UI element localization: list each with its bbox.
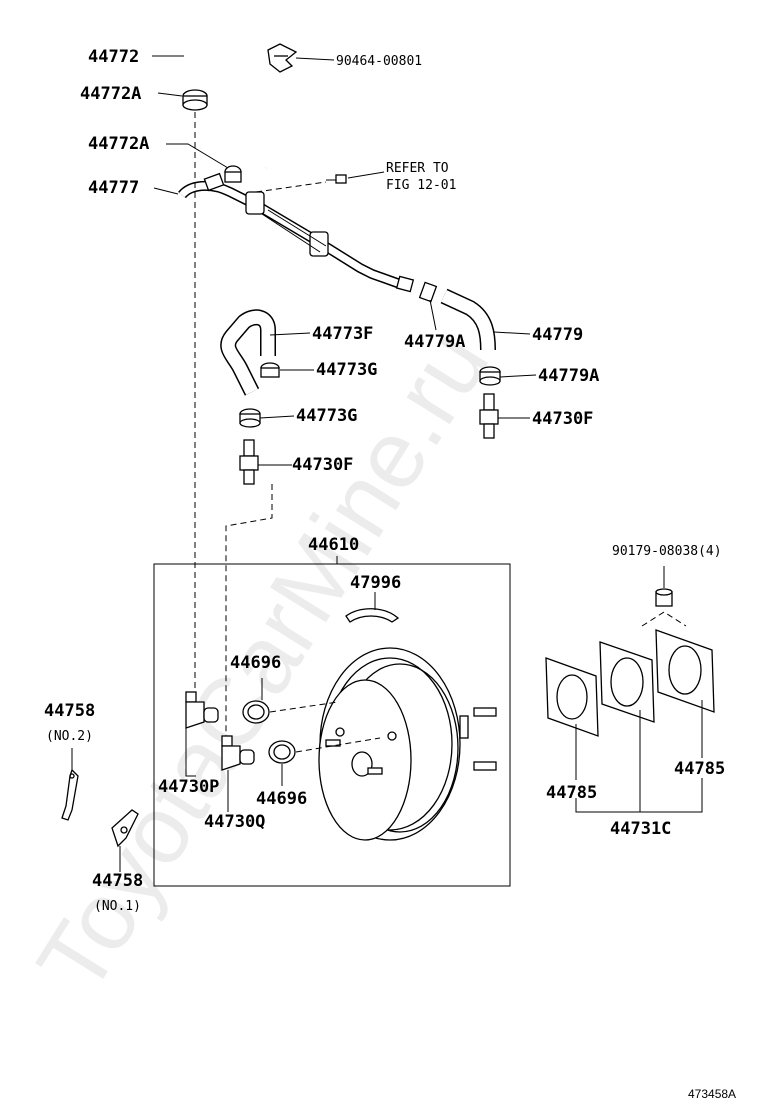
clip-44779A-left[interactable] bbox=[418, 281, 438, 303]
label-44773G-top: 44773G bbox=[316, 360, 377, 380]
label-44696-bottom: 44696 bbox=[256, 789, 307, 809]
label-44758-no2: 44758 bbox=[44, 701, 95, 721]
label-44785-right: 44785 bbox=[674, 759, 725, 779]
clip-44779A-right[interactable] bbox=[479, 366, 501, 386]
label-44610: 44610 bbox=[308, 535, 359, 555]
label-44772A-mid: 44772A bbox=[88, 134, 149, 154]
diagram-id: 473458A bbox=[688, 1087, 736, 1101]
brake-booster-44610[interactable] bbox=[318, 647, 497, 841]
label-44773G-bottom: 44773G bbox=[296, 406, 357, 426]
label-44696-top: 44696 bbox=[230, 653, 281, 673]
label-refer-line2: FIG 12-01 bbox=[386, 178, 456, 193]
label-90179-08038: 90179-08038(4) bbox=[612, 544, 722, 559]
label-44730F-left: 44730F bbox=[292, 455, 353, 475]
gasket-44785-left[interactable] bbox=[545, 657, 599, 737]
plate-44731C[interactable] bbox=[599, 641, 655, 723]
assembly-box-44610 bbox=[153, 563, 511, 887]
label-44779A-left: 44779A bbox=[404, 332, 465, 352]
label-44772A-top: 44772A bbox=[80, 84, 141, 104]
clip-44773G-top[interactable] bbox=[260, 362, 280, 378]
bolt-refer[interactable] bbox=[326, 174, 347, 184]
bracket-44758-no1[interactable] bbox=[111, 809, 139, 848]
label-refer-line1: REFER TO bbox=[386, 161, 449, 176]
hose-44779[interactable] bbox=[440, 288, 496, 351]
grommet-44696-top[interactable] bbox=[242, 700, 270, 724]
gasket-44785-right[interactable] bbox=[655, 629, 715, 713]
label-90464-00801: 90464-00801 bbox=[336, 54, 422, 69]
gasket-47996[interactable] bbox=[345, 608, 400, 623]
label-47996: 47996 bbox=[350, 573, 401, 593]
clip-44772A-mid[interactable] bbox=[224, 165, 242, 183]
label-44730F-right: 44730F bbox=[532, 409, 593, 429]
label-44785-left: 44785 bbox=[546, 783, 597, 803]
clip-44773G-bottom[interactable] bbox=[239, 408, 261, 428]
clamp-90464-00801[interactable] bbox=[267, 43, 298, 73]
label-44772: 44772 bbox=[88, 47, 139, 67]
label-44730P: 44730P bbox=[158, 777, 219, 797]
valve-44730F-left[interactable] bbox=[239, 439, 259, 485]
bracket-44758-no2[interactable] bbox=[61, 768, 79, 821]
label-44758-no2-sub: (NO.2) bbox=[46, 729, 93, 744]
label-44758-no1: 44758 bbox=[92, 871, 143, 891]
pipe-44777[interactable] bbox=[178, 172, 415, 293]
label-44777: 44777 bbox=[88, 178, 139, 198]
label-44730Q: 44730Q bbox=[204, 812, 265, 832]
label-44773F: 44773F bbox=[312, 324, 373, 344]
clip-44772A-top[interactable] bbox=[182, 89, 208, 111]
check-valve-44730Q[interactable] bbox=[221, 735, 255, 771]
check-valve-44730P[interactable] bbox=[185, 691, 219, 729]
hose-44773F[interactable] bbox=[220, 309, 276, 396]
grommet-44696-bottom[interactable] bbox=[268, 740, 296, 764]
label-44731C: 44731C bbox=[610, 819, 671, 839]
label-44779A-right: 44779A bbox=[538, 366, 599, 386]
valve-44730F-right[interactable] bbox=[479, 393, 499, 439]
label-44758-no1-sub: (NO.1) bbox=[94, 899, 141, 914]
label-44779: 44779 bbox=[532, 325, 583, 345]
hose-44772[interactable] bbox=[176, 36, 276, 177]
nut-90179-08038[interactable] bbox=[655, 588, 673, 607]
